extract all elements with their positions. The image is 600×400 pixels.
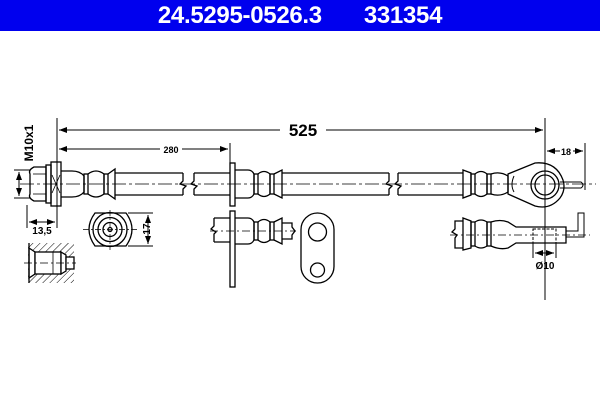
flange-end-view <box>83 210 153 250</box>
dimension-bracket-position <box>59 143 231 163</box>
eye-side-view <box>450 212 590 258</box>
label-bracket-position: 280 <box>163 145 178 155</box>
hose-segment <box>282 172 463 196</box>
bracket-fitting <box>229 162 283 207</box>
dimension-fitting-length <box>26 205 58 228</box>
bracket-side-view <box>209 210 296 288</box>
reference-number: 331354 <box>363 1 443 29</box>
fitting-section-view <box>24 243 76 283</box>
bracket-plate <box>300 212 335 284</box>
title-bar: 24.5295-0526.3 331354 <box>0 0 600 31</box>
label-eye-bore: Ø10 <box>536 261 555 272</box>
dimension-total-length <box>56 118 546 300</box>
label-total-length: 525 <box>289 121 317 140</box>
label-fitting-length: 13,5 <box>32 226 52 237</box>
dimension-thread <box>14 169 30 199</box>
label-bracket-height: 17 <box>142 223 153 235</box>
right-fitting-eye <box>462 162 584 208</box>
dimension-eye-offset <box>547 143 586 190</box>
part-number: 24.5295-0526.3 <box>157 1 322 29</box>
label-thread: M10x1 <box>22 124 36 161</box>
hose-segment <box>115 172 230 196</box>
label-eye-offset: 18 <box>561 147 571 157</box>
